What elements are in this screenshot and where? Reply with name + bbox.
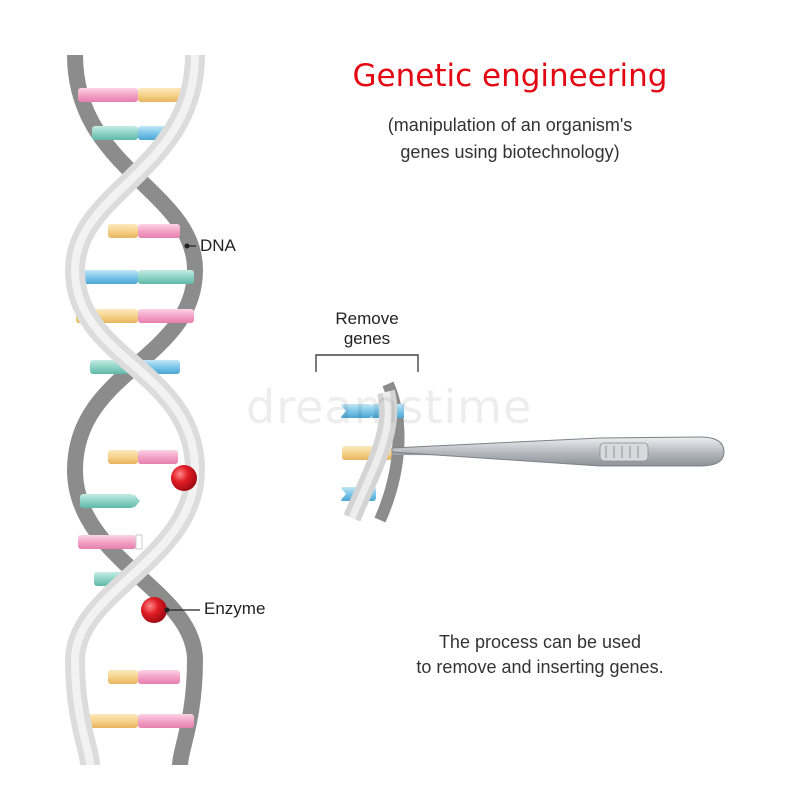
dna-label: DNA	[200, 236, 236, 256]
base-cut-end	[136, 535, 142, 549]
dna-helix-icon	[75, 55, 195, 765]
enzyme-icon	[141, 597, 167, 623]
remove-genes-line: Remove	[316, 309, 418, 329]
base	[138, 270, 194, 284]
enzyme-pointer-dot	[165, 608, 170, 613]
enzyme-label: Enzyme	[204, 599, 265, 619]
base	[78, 88, 138, 102]
tweezers-body	[392, 437, 724, 466]
remove-genes-label: Remove genes	[316, 309, 418, 349]
dna-pointer-dot	[185, 244, 190, 249]
base-cut-end	[134, 494, 140, 508]
tweezers-icon	[392, 437, 724, 466]
watermark: dreamstime	[246, 380, 532, 434]
enzyme-icon	[171, 465, 197, 491]
tweezers-grip	[600, 443, 648, 461]
base	[138, 450, 178, 464]
base	[138, 224, 180, 238]
note-line: The process can be used	[360, 630, 720, 655]
subtitle-line: (manipulation of an organism's	[300, 112, 720, 139]
remove-genes-line: genes	[316, 329, 418, 349]
base	[108, 670, 138, 684]
base	[138, 714, 194, 728]
base	[138, 309, 194, 323]
process-note: The process can be used to remove and in…	[360, 630, 720, 680]
diagram-title: Genetic engineering	[300, 58, 720, 94]
base	[92, 126, 138, 140]
note-line: to remove and inserting genes.	[360, 655, 720, 680]
diagram-subtitle: (manipulation of an organism's genes usi…	[300, 112, 720, 166]
remove-genes-bracket	[316, 355, 418, 372]
subtitle-line: genes using biotechnology)	[300, 139, 720, 166]
base	[80, 494, 134, 508]
base	[138, 670, 180, 684]
base	[78, 270, 138, 284]
base	[78, 535, 136, 549]
base	[108, 450, 138, 464]
base	[108, 224, 138, 238]
